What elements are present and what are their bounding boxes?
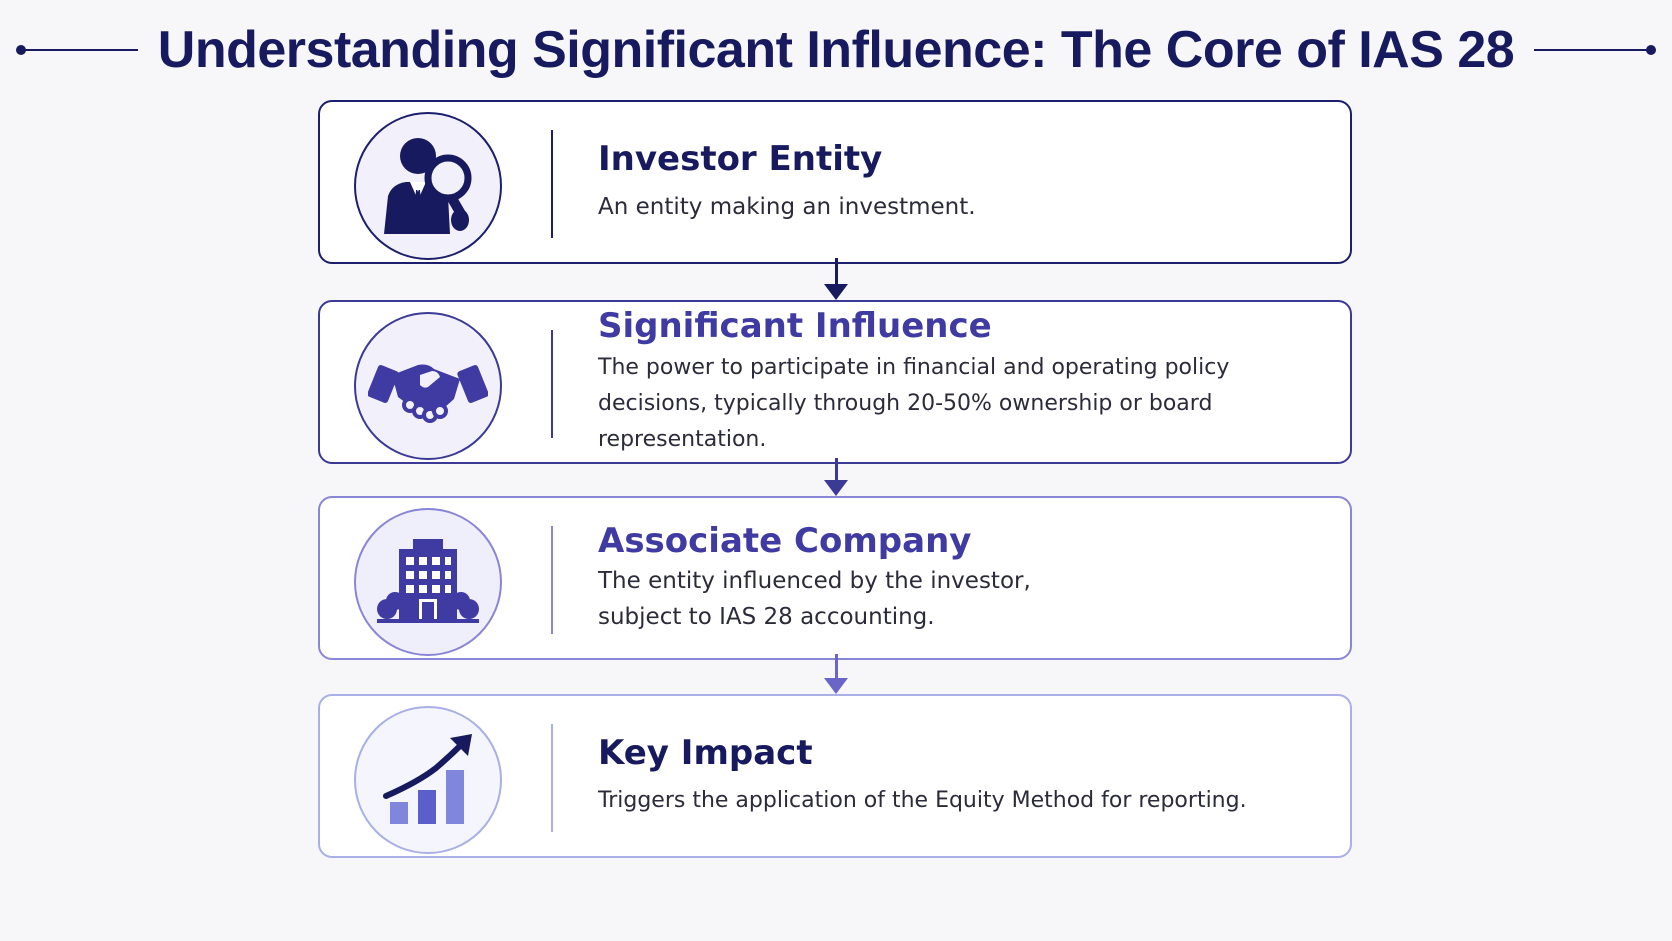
card-divider <box>551 724 553 832</box>
step-card-significant-influence: Significant Influence The power to parti… <box>318 300 1352 464</box>
card-divider <box>551 526 553 634</box>
step-card-key-impact: Key Impact Triggers the application of t… <box>318 694 1352 858</box>
building-icon <box>354 508 502 656</box>
flow-arrow <box>824 258 848 300</box>
card-text: Key Impact Triggers the application of t… <box>598 696 1338 856</box>
card-divider <box>551 330 553 438</box>
step-title: Key Impact <box>598 733 813 773</box>
investor-magnifier-icon <box>354 112 502 260</box>
handshake-icon <box>354 312 502 460</box>
card-divider <box>551 130 553 238</box>
flow-arrow <box>824 654 848 694</box>
step-description: The entity influenced by the investor, s… <box>598 563 1338 635</box>
step-description: The power to participate in financial an… <box>598 350 1358 458</box>
title-left-rule <box>16 45 138 55</box>
title-row: Understanding Significant Influence: The… <box>0 12 1672 88</box>
step-description-line: The power to participate in financial an… <box>598 355 1230 380</box>
card-text: Associate Company The entity influenced … <box>598 498 1338 658</box>
step-description: An entity making an investment. <box>598 189 1338 225</box>
step-description-line: The entity influenced by the investor, <box>598 568 1031 594</box>
flow-arrow <box>824 458 848 496</box>
step-card-associate-company: Associate Company The entity influenced … <box>318 496 1352 660</box>
page-title: Understanding Significant Influence: The… <box>157 21 1515 79</box>
step-description-line: An entity making an investment. <box>598 194 976 220</box>
step-title: Associate Company <box>598 521 972 561</box>
step-card-investor-entity: Investor Entity An entity making an inve… <box>318 100 1352 264</box>
step-description-line: Triggers the application of the Equity M… <box>598 788 1247 813</box>
card-text: Investor Entity An entity making an inve… <box>598 102 1338 262</box>
title-right-rule <box>1534 45 1656 55</box>
growth-chart-icon <box>354 706 502 854</box>
card-text: Significant Influence The power to parti… <box>598 302 1358 462</box>
step-description-line: subject to IAS 28 accounting. <box>598 604 935 630</box>
step-description: Triggers the application of the Equity M… <box>598 783 1338 819</box>
step-title: Significant Influence <box>598 306 992 346</box>
step-description-line: decisions, typically through 20-50% owne… <box>598 391 1213 452</box>
step-title: Investor Entity <box>598 139 883 179</box>
